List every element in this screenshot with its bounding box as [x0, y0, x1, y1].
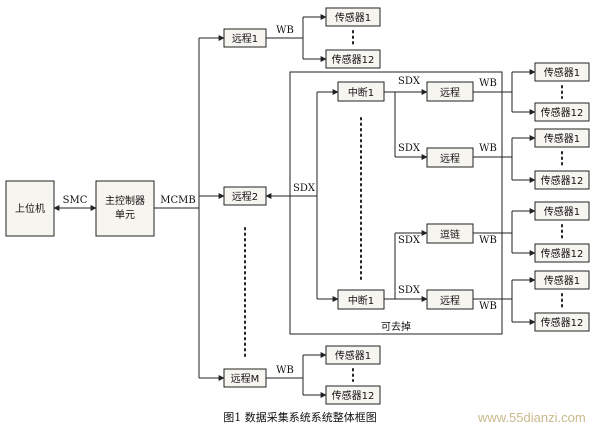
remote-d-label: 远程 — [440, 295, 460, 307]
sensor-label: 传感器1 — [544, 66, 580, 79]
sensor-box — [534, 62, 590, 82]
remote-c-label: 逗链 — [440, 228, 460, 241]
sensor-label: 传感器1 — [544, 205, 580, 218]
sensor-label: 传感器1 — [335, 11, 371, 24]
remote-b-label: 远程 — [440, 153, 460, 165]
wb-label: WB — [479, 143, 497, 154]
sensor-label: 传感器1 — [335, 349, 371, 362]
remote-1-label: 远程1 — [232, 33, 258, 45]
sensor-box — [534, 201, 590, 221]
sdx-label: SDX — [398, 76, 421, 87]
wb-label: WB — [276, 365, 294, 376]
sensor-label: 传感器12 — [541, 174, 584, 187]
interrupt-top-label: 中断1 — [348, 86, 374, 99]
sdx-label: SDX — [293, 183, 316, 194]
sensor-box — [325, 345, 381, 365]
sensor-label: 传感器12 — [332, 53, 375, 66]
sensor-box — [534, 170, 590, 190]
smc-label: SMC — [63, 195, 88, 206]
main-controller-label-2: 单元 — [115, 209, 135, 221]
sensor-label: 传感器1 — [544, 274, 580, 287]
host-label: 上位机 — [15, 202, 45, 215]
watermark: www.55dianzi.com — [478, 410, 586, 425]
sensor-box — [534, 243, 590, 263]
sensor-box — [534, 102, 590, 122]
sensor-box — [534, 312, 590, 332]
sdx-label: SDX — [398, 143, 421, 154]
sensor-label: 传感器1 — [544, 132, 580, 145]
sensor-box — [325, 49, 381, 69]
host-box — [5, 180, 55, 237]
interrupt-bottom-label: 中断1 — [348, 294, 374, 307]
sensor-label: 传感器12 — [541, 106, 584, 119]
remote-2-label: 远程2 — [232, 191, 258, 203]
wb-label: WB — [276, 25, 294, 36]
sensor-box — [325, 385, 381, 405]
removable-group-frame — [289, 71, 503, 335]
sensor-label: 传感器12 — [332, 389, 375, 402]
remote-a-label: 远程 — [440, 87, 460, 99]
sdx-label: SDX — [398, 235, 421, 246]
figure-caption: 图1 数据采集系统系统整体框图 — [223, 411, 377, 424]
sensor-label: 传感器12 — [541, 247, 584, 260]
sdx-label: SDX — [398, 285, 421, 296]
remote-m-label: 远程M — [231, 373, 260, 385]
main-controller-box — [95, 180, 155, 237]
sensor-label: 传感器12 — [541, 316, 584, 329]
sensor-box — [534, 128, 590, 148]
wb-label: WB — [479, 301, 497, 312]
sensor-box — [534, 270, 590, 290]
mcmb-label: MCMB — [160, 195, 195, 206]
wb-label: WB — [479, 235, 497, 246]
main-controller-label-1: 主控制器 — [105, 194, 145, 207]
sensor-box — [325, 7, 381, 27]
wb-label: WB — [479, 78, 497, 89]
removable-group-label: 可去掉 — [381, 320, 411, 333]
